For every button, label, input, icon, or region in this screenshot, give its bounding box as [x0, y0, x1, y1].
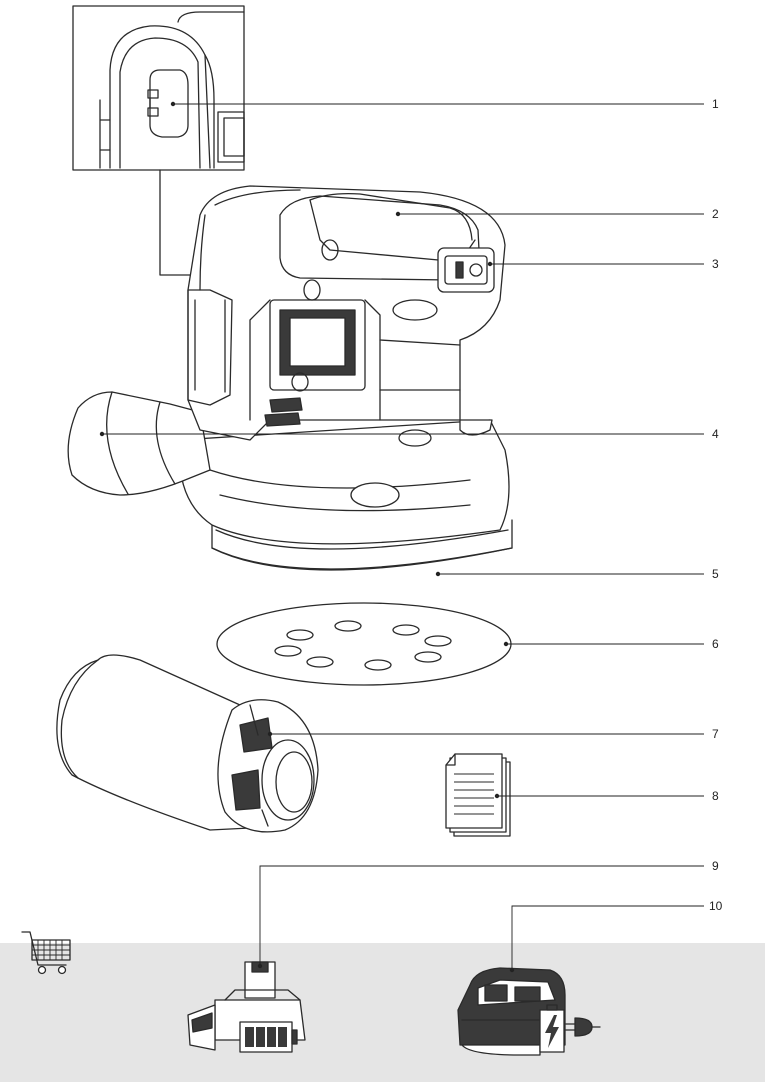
callout-5: 5	[712, 567, 719, 581]
callout-2: 2	[712, 207, 719, 221]
charging-plug-icon	[539, 1004, 601, 1053]
callout-6: 6	[712, 637, 719, 651]
shopping-cart-icon	[21, 931, 71, 975]
dust-filter	[56, 654, 319, 833]
sander-body	[67, 185, 513, 571]
document-icon	[454, 773, 494, 815]
callout-9: 9	[712, 859, 719, 873]
callout-10: 10	[709, 899, 723, 913]
accessory-band	[0, 943, 765, 1082]
sanding-disc	[216, 602, 512, 686]
battery-charger	[457, 967, 601, 1056]
leader-lines	[99, 101, 704, 973]
callout-3: 3	[712, 257, 719, 271]
callout-1: 1	[712, 97, 719, 111]
callout-8: 8	[712, 789, 719, 803]
callout-7: 7	[712, 727, 719, 741]
battery-pack	[187, 961, 306, 1053]
battery-level-icon	[239, 1021, 298, 1053]
detail-inset	[72, 5, 245, 276]
callout-4: 4	[712, 427, 719, 441]
documents	[445, 753, 511, 837]
callout-numbers: 1 2 3 4 5 6 7 8 9 10	[709, 97, 723, 913]
